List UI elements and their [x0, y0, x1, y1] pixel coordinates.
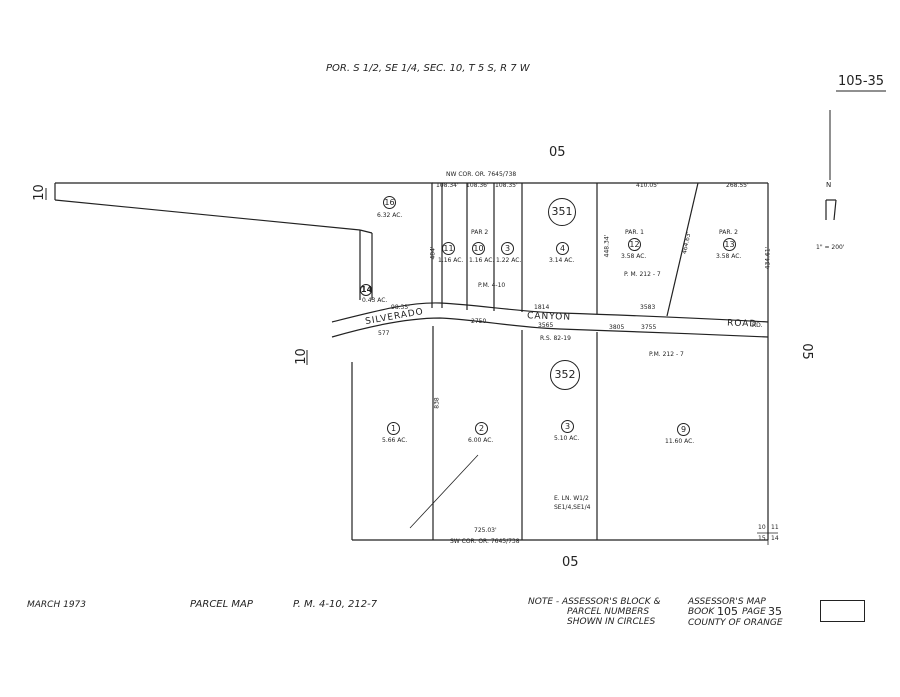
- assessor-page-label: PAGE: [742, 607, 766, 617]
- assessor-page: 35: [768, 605, 782, 618]
- silverado-canyon-road-north-edge: [331, 302, 769, 323]
- assessor-line: ASSESSOR'S MAP: [688, 597, 766, 607]
- nw-corner-label: NW COR. OR. 7645/738: [446, 171, 517, 178]
- dimension: 484': [429, 246, 437, 260]
- parcel-number-circle: 2: [475, 422, 488, 435]
- block-351-circle: 351: [548, 198, 576, 226]
- parcel-number-circle: 16: [383, 196, 396, 209]
- parcel-acres: 1.16 AC.: [469, 257, 495, 264]
- pm-reference: P.M. 4-10: [478, 282, 506, 289]
- dimension: 725.03': [474, 527, 497, 534]
- parcel-number-circle: 9: [677, 423, 690, 436]
- map-type: PARCEL MAP: [190, 599, 253, 610]
- map-date: MARCH 1973: [27, 600, 86, 610]
- parcel-number-circle: 13: [723, 238, 736, 251]
- stamp-box: [820, 600, 865, 622]
- par-label: PAR 2: [471, 229, 489, 236]
- parcel-acres: 1.22 AC.: [496, 257, 522, 264]
- east-line-label: E. LN. W1/2: [554, 495, 589, 502]
- road-name: RD.: [752, 322, 763, 329]
- par-label: PAR. 1: [625, 229, 644, 236]
- assessor-line: COUNTY OF ORANGE: [688, 618, 783, 628]
- parcel-acres: 3.58 AC.: [716, 253, 742, 260]
- sw-corner-label: SW COR. OR. 7645/738: [450, 538, 520, 545]
- parcel-acres: 11.60 AC.: [665, 438, 695, 445]
- dimension: 2750: [471, 318, 487, 325]
- parcel-number-circle: 12: [628, 238, 641, 251]
- sec-corner-nw: 10: [758, 524, 766, 531]
- map-title: POR. S 1/2, SE 1/4, SEC. 10, T 5 S, R 7 …: [326, 63, 530, 74]
- parcel-acres: 3.58 AC.: [621, 253, 647, 260]
- parcel-number-circle: 10: [472, 242, 485, 255]
- dimension: 98.35': [391, 304, 410, 311]
- pm-ref: P. M. 4-10, 212-7: [293, 599, 378, 610]
- sec-corner-sw: 15: [758, 535, 766, 542]
- parcel-acres: 6.00 AC.: [468, 437, 494, 444]
- parcel-16-south-line: [54, 199, 361, 231]
- par-label: PAR. 2: [719, 229, 738, 236]
- dimension: 434.61': [764, 246, 772, 270]
- sec-corner-se: 14: [771, 535, 779, 542]
- pm-reference: P.M. 212 - 7: [649, 351, 684, 358]
- assessor-book-label: BOOK: [688, 607, 715, 617]
- parcel-acres: 5.66 AC.: [382, 437, 408, 444]
- dimension: 577: [378, 330, 390, 337]
- parcel-acres: 6.32 AC.: [377, 212, 403, 219]
- north-arrow-icon: N: [826, 181, 832, 189]
- parcel-number-circle: 1: [387, 422, 400, 435]
- dimension: 3583: [640, 304, 656, 311]
- dimension: 268.55': [726, 182, 749, 189]
- pm-reference: P. M. 212 - 7: [624, 271, 661, 278]
- parcel-number-circle: 3: [501, 242, 514, 255]
- assessor-book: 105: [717, 605, 738, 618]
- dimension: 838: [433, 397, 441, 409]
- parcel-number-circle: 14: [360, 284, 373, 296]
- east-line-label: SE1/4,SE1/4: [554, 504, 591, 511]
- parcel-acres: 0.43 AC.: [362, 297, 388, 304]
- edge-label-right: 05: [798, 343, 814, 360]
- scale-label: 1" = 200': [816, 244, 845, 251]
- dimension: 108.34': [436, 182, 459, 189]
- parcel-number-circle: 3: [561, 420, 574, 433]
- edge-label-left-mid: 10: [293, 348, 309, 365]
- parcel-number-circle: 11: [442, 242, 455, 255]
- parcel-acres: 3.14 AC.: [549, 257, 575, 264]
- parcel-number-circle: 4: [556, 242, 569, 255]
- silverado-canyon-road-south-edge: [331, 317, 769, 338]
- note-line: PARCEL NUMBERS: [567, 607, 650, 617]
- note-line: SHOWN IN CIRCLES: [567, 617, 656, 627]
- sec-corner-ne: 11: [771, 524, 779, 531]
- rs-reference: R.S. 82-19: [540, 335, 571, 342]
- parcel-acres: 5.10 AC.: [554, 435, 580, 442]
- block-352-circle: 352: [550, 360, 580, 390]
- dimension: 1814: [534, 304, 550, 311]
- dimension: 3755: [641, 324, 657, 331]
- dimension: 108.35': [495, 182, 518, 189]
- note-line: NOTE - ASSESSOR'S BLOCK &: [528, 597, 661, 607]
- edge-label-bottom: 05: [562, 555, 579, 570]
- dimension: 448.34': [603, 234, 611, 258]
- edge-label-top: 05: [549, 145, 566, 160]
- dimension: 3565: [538, 322, 554, 329]
- edge-label-left-top: 10: [31, 184, 47, 201]
- parcel-16-boundary: [55, 182, 433, 308]
- dimension: 3805: [609, 324, 625, 331]
- dimension: 108.36': [466, 182, 489, 189]
- dimension: 410.05': [636, 182, 659, 189]
- parcel-acres: 1.16 AC.: [438, 257, 464, 264]
- map-number: 105-35: [838, 74, 885, 89]
